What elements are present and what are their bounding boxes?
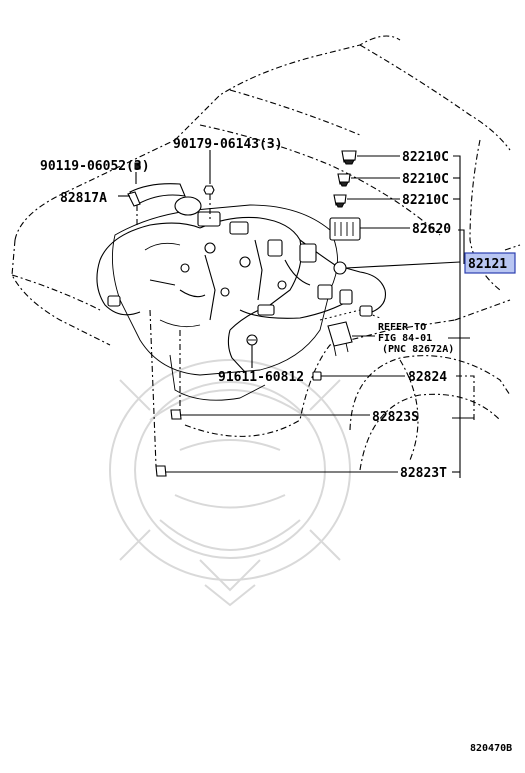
figure-code: 820470B — [470, 743, 512, 754]
label-82817A[interactable]: 82817A — [60, 191, 107, 206]
part-90119-bolt[interactable] — [134, 162, 141, 170]
label-82824[interactable]: 82824 — [408, 370, 447, 385]
part-82121-wire-harness[interactable] — [333, 261, 461, 275]
label-82210C-1[interactable]: 82210C — [402, 150, 449, 165]
label-82823T[interactable]: 82823T — [400, 466, 447, 481]
refer-to-line2[interactable]: FIG 84-01 — [378, 333, 432, 344]
engine-harness-assembly — [96, 204, 387, 401]
label-82823S[interactable]: 82823S — [372, 410, 419, 425]
part-82823S-clamp[interactable] — [170, 409, 182, 420]
part-82823T-clamp[interactable] — [155, 465, 167, 477]
reservoir-tank — [174, 196, 202, 216]
label-82210C-3[interactable]: 82210C — [402, 193, 449, 208]
label-91611-60812[interactable]: 91611-60812 — [218, 370, 304, 385]
label-82121-highlighted[interactable]: 82121 — [464, 252, 516, 274]
car-body-outline — [11, 35, 521, 471]
watermark-emblem — [109, 359, 351, 607]
leader-lines — [118, 150, 475, 478]
refer-to-line1: REFER TO — [378, 322, 426, 333]
part-82210C-clip-3[interactable] — [333, 194, 347, 208]
label-82121[interactable]: 82121 — [468, 257, 507, 272]
part-82824-clamp[interactable] — [312, 371, 322, 381]
label-90119-06052[interactable]: 90119-06052(3) — [40, 159, 150, 174]
label-82210C-2[interactable]: 82210C — [402, 172, 449, 187]
part-90179-nut[interactable] — [203, 185, 215, 195]
part-91611-bolt[interactable] — [246, 334, 258, 346]
part-82620-connector-block[interactable] — [329, 217, 361, 241]
label-82620[interactable]: 82620 — [412, 222, 451, 237]
part-82817A-bracket[interactable] — [127, 183, 186, 207]
part-82672A-relay-box[interactable] — [327, 321, 353, 357]
part-82210C-clip-1[interactable] — [341, 150, 357, 165]
refer-to-line3: (PNC 82672A) — [382, 344, 454, 355]
label-90179-06143[interactable]: 90179-06143(3) — [173, 137, 283, 152]
highlight-box — [464, 252, 516, 274]
part-82210C-clip-2[interactable] — [337, 173, 351, 187]
